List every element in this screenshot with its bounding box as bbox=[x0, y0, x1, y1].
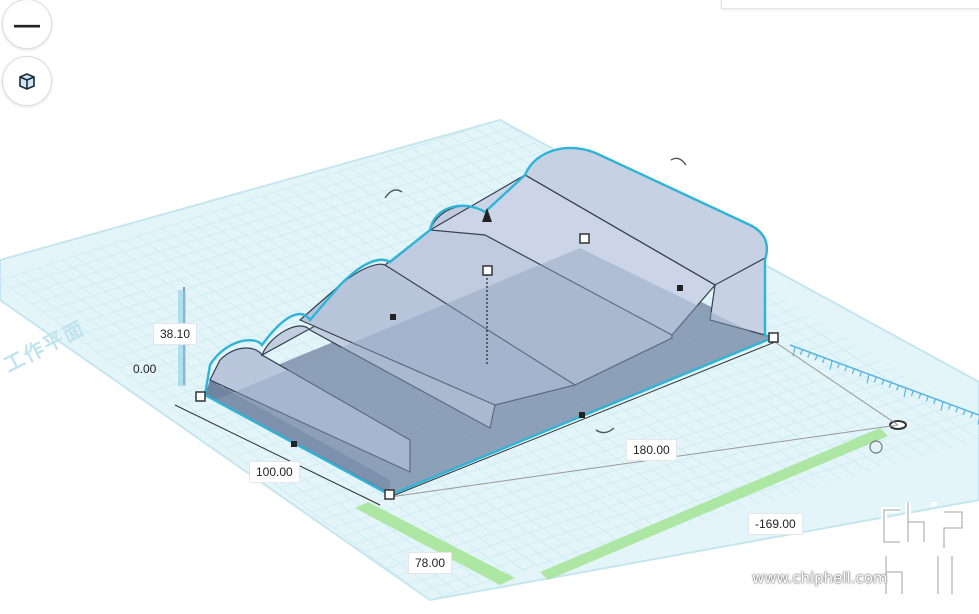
ruler-tick bbox=[970, 412, 974, 418]
ruler-tick bbox=[888, 382, 892, 388]
home-view-button[interactable] bbox=[2, 56, 52, 106]
watermark-logo bbox=[881, 502, 965, 597]
ruler-tick bbox=[955, 407, 959, 413]
ruler-tick bbox=[881, 379, 885, 386]
ruler-tick bbox=[844, 365, 848, 372]
ruler-tick bbox=[896, 385, 900, 391]
ruler-tick bbox=[873, 376, 877, 383]
ruler-tick bbox=[962, 409, 966, 416]
top-panel bbox=[721, 0, 979, 9]
ruler-tick bbox=[822, 357, 826, 364]
length-ruler[interactable] bbox=[789, 344, 979, 425]
elevation-dimension[interactable]: 0.00 bbox=[133, 362, 157, 376]
length-dimension[interactable]: 180.00 bbox=[626, 439, 677, 461]
width-dimension[interactable]: 100.00 bbox=[249, 461, 300, 483]
ruler-tick bbox=[859, 371, 863, 377]
offset-y-dimension[interactable]: -169.00 bbox=[748, 513, 803, 535]
ruler-tick bbox=[933, 398, 937, 405]
ruler-tick bbox=[829, 360, 833, 370]
ruler-tick bbox=[814, 354, 818, 361]
edge-handle[interactable] bbox=[677, 285, 683, 291]
ruler-tick bbox=[836, 363, 840, 369]
offset-ruler[interactable] bbox=[355, 428, 888, 585]
view-cube-icon bbox=[19, 73, 35, 90]
minus-icon: — bbox=[14, 9, 40, 39]
height-dimension[interactable]: 38.10 bbox=[153, 323, 198, 345]
corner-handle bbox=[482, 265, 493, 276]
ruler-tick bbox=[807, 352, 811, 358]
edge-handle[interactable] bbox=[291, 441, 297, 447]
watermark-url: www.chiphell.com bbox=[752, 569, 888, 587]
ruler-tick bbox=[903, 387, 907, 398]
ruler-tick bbox=[866, 374, 870, 384]
corner-handle bbox=[384, 489, 395, 500]
ruler-tick bbox=[977, 417, 979, 425]
ruler-tick bbox=[947, 404, 951, 410]
ruler-tick bbox=[925, 396, 929, 402]
offset-x-dimension[interactable]: 78.00 bbox=[408, 552, 453, 574]
resize-handles[interactable] bbox=[195, 233, 779, 500]
corner-handle bbox=[579, 233, 590, 244]
ruler-tick bbox=[799, 349, 803, 355]
ruler-tick bbox=[851, 368, 855, 375]
corner-handle bbox=[195, 391, 206, 402]
ruler-tick bbox=[940, 401, 944, 411]
zoom-out-button[interactable]: — bbox=[2, 0, 52, 49]
corner-handle bbox=[768, 332, 779, 343]
rotate-handle[interactable] bbox=[384, 157, 687, 434]
edge-handle[interactable] bbox=[390, 314, 396, 320]
ruler-tick bbox=[910, 390, 914, 397]
edge-handle[interactable] bbox=[579, 412, 585, 418]
selected-shape[interactable] bbox=[203, 146, 776, 497]
ruler-tick bbox=[918, 393, 922, 399]
